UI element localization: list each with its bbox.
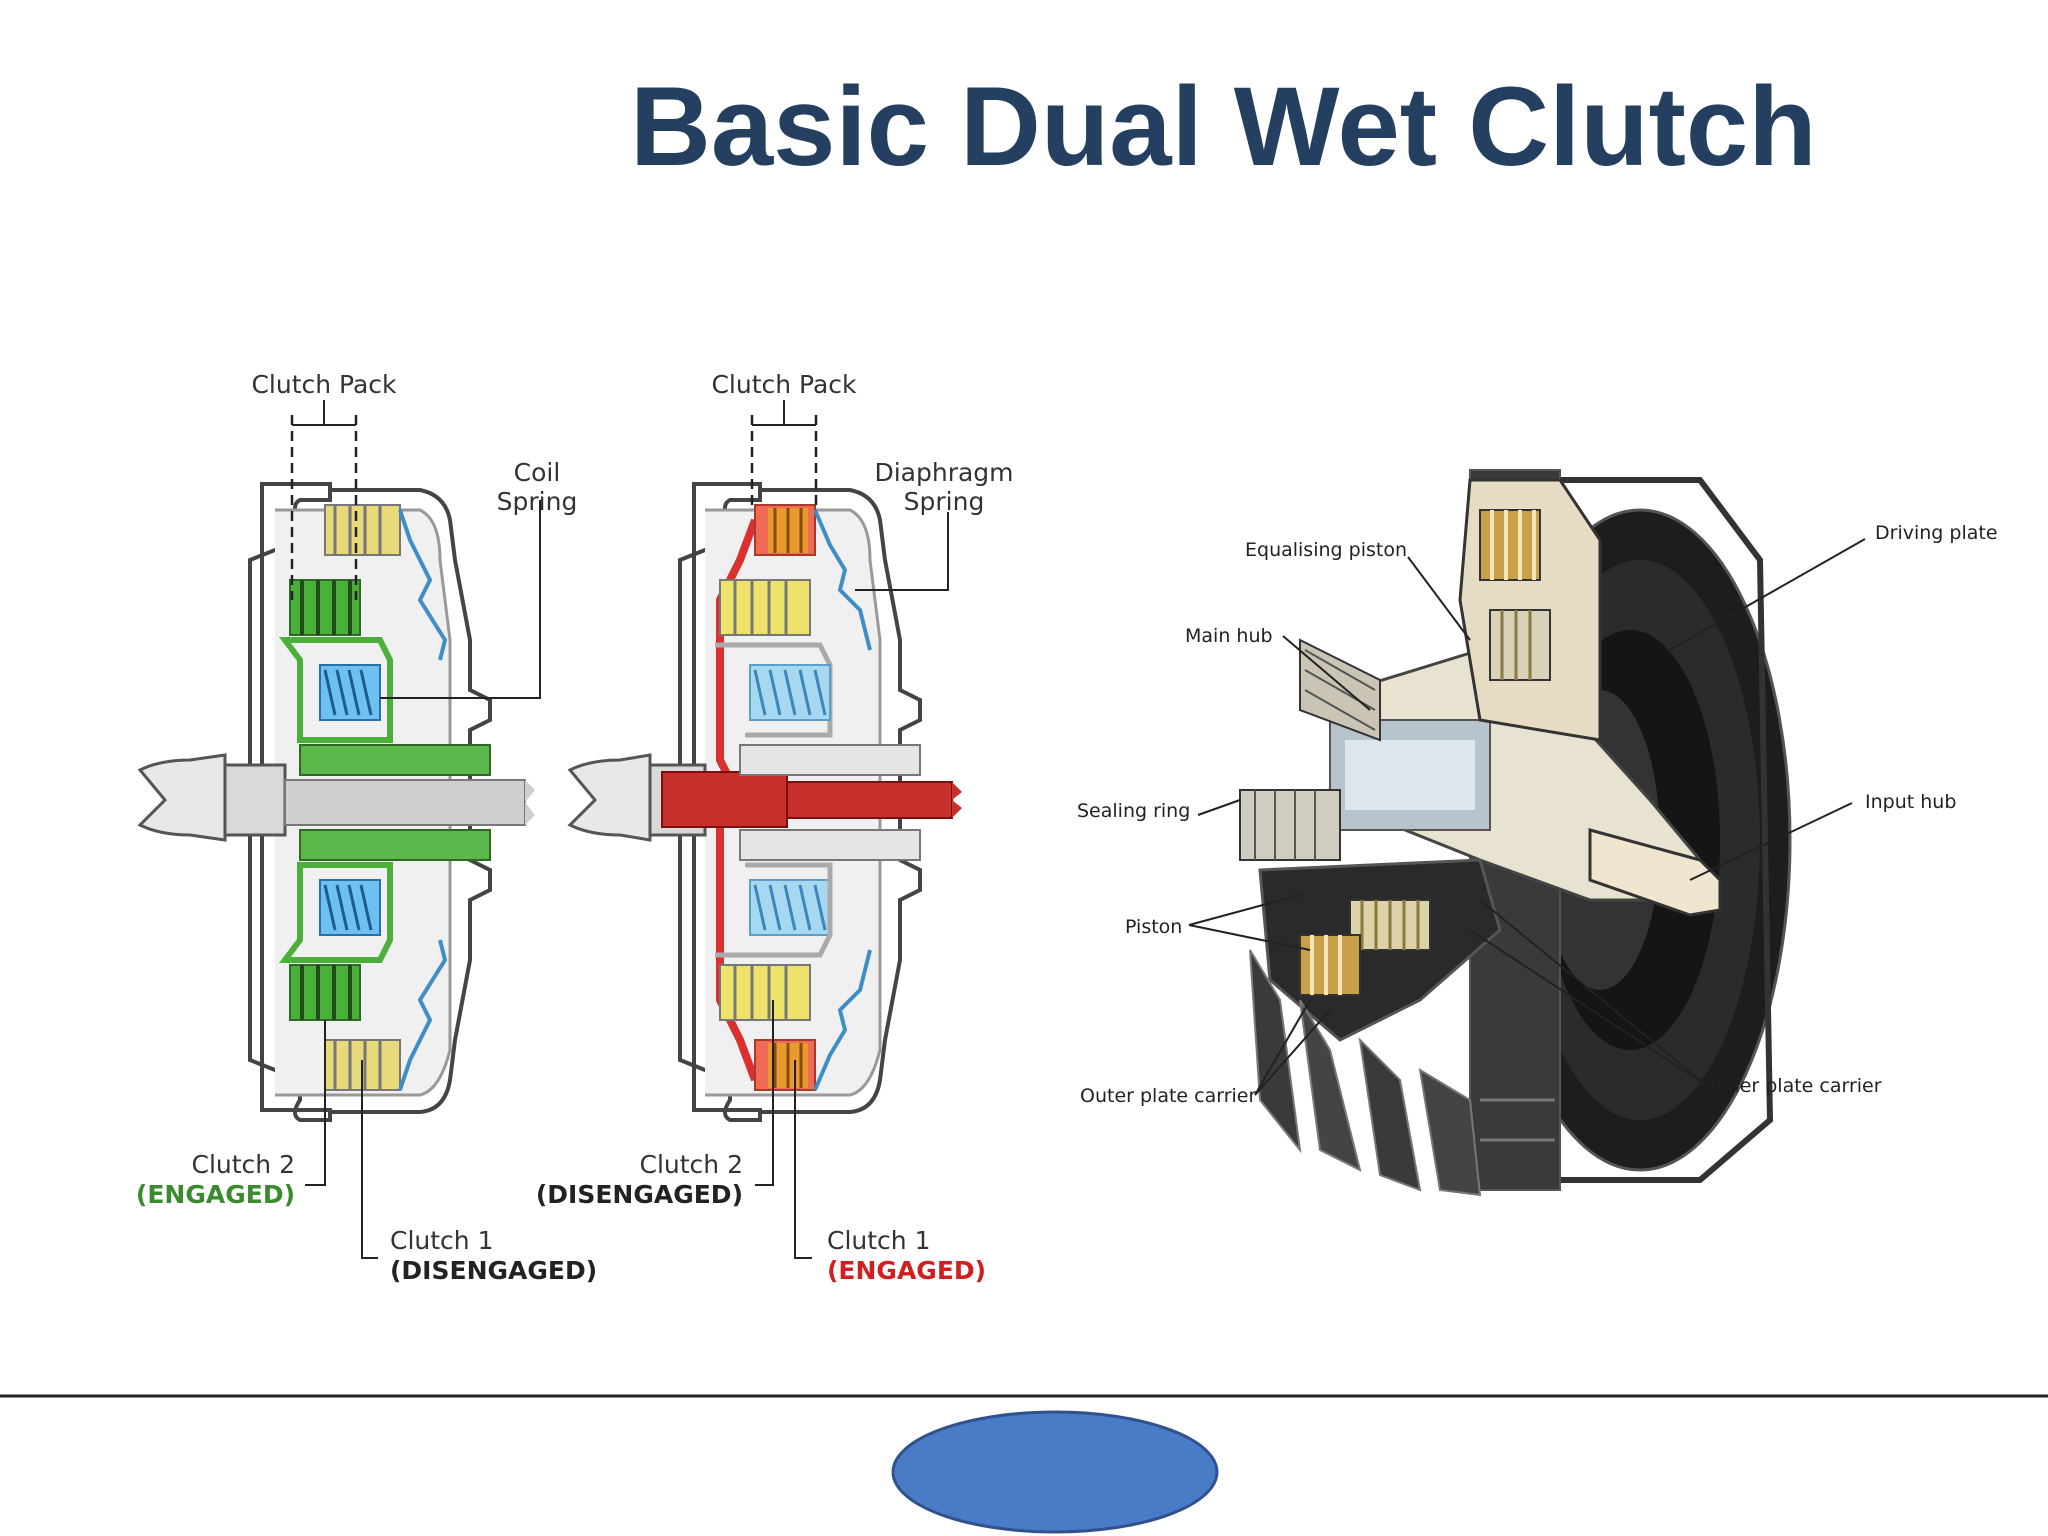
label-piston: Piston <box>1125 916 1182 938</box>
coil-spring-bottom-b <box>749 879 831 936</box>
cutaway-leader-lines <box>1188 538 1866 1096</box>
clutch-diagram-a: Clutch Pack Coil Spring Clutch 2 (ENGAGE… <box>136 370 597 1285</box>
coil-spring-bottom-a <box>319 879 381 936</box>
input-shaft-a <box>137 744 535 861</box>
cutaway-illustration: Equalising piston Main hub Driving plate… <box>1077 469 1998 1197</box>
clutch2-pack-bottom-b <box>715 862 833 1021</box>
clutch2-pack-top-a <box>279 579 393 743</box>
coil-spring-label-line1: Coil <box>514 458 561 487</box>
clutch1-pack-top-b <box>754 504 816 556</box>
clutch1-state-b: (ENGAGED) <box>827 1256 986 1285</box>
clutch1-label-b: Clutch 1 <box>827 1226 931 1255</box>
clutch-pack-bracket-b <box>750 400 818 505</box>
label-outer-plate-carrier: Outer plate carrier <box>1080 1085 1256 1107</box>
clutch2-state-a: (ENGAGED) <box>136 1180 295 1209</box>
coil-spring-label-line2: Spring <box>497 487 578 516</box>
label-inner-plate-carrier: Inner plate carrier <box>1710 1075 1882 1097</box>
footer-oval-shape <box>891 1410 1219 1534</box>
clutch-pack-label-b: Clutch Pack <box>711 370 857 399</box>
coil-spring-top-a <box>319 664 381 721</box>
diaphragm-spring-label-line1: Diaphragm <box>874 458 1013 487</box>
slide-title: Basic Dual Wet Clutch <box>630 64 1817 189</box>
clutch-pack-bracket-a <box>290 400 358 600</box>
clutch2-state-b: (DISENGAGED) <box>536 1180 743 1209</box>
clutch1-pack-top-a <box>324 504 401 556</box>
plate-pack-top <box>1479 509 1551 681</box>
clutch1-label-a: Clutch 1 <box>390 1226 494 1255</box>
clutch-diagram-b: Clutch Pack Diaphragm Spring Clutch 2 (D… <box>536 370 1014 1285</box>
label-equalising-piston: Equalising piston <box>1245 539 1407 561</box>
clutch1-pack-bottom-b <box>754 1039 816 1091</box>
input-shaft-b <box>567 744 962 861</box>
diaphragm-spring-label-line2: Spring <box>904 487 985 516</box>
clutch-pack-label-a: Clutch Pack <box>251 370 397 399</box>
coil-spring-top-b <box>749 664 831 721</box>
label-driving-plate: Driving plate <box>1875 522 1998 544</box>
clutch2-label-b: Clutch 2 <box>640 1150 744 1179</box>
label-main-hub: Main hub <box>1185 625 1273 647</box>
clutch2-label-a: Clutch 2 <box>192 1150 296 1179</box>
plate-pack-bottom <box>1299 899 1431 996</box>
label-sealing-ring: Sealing ring <box>1077 800 1190 822</box>
clutch1-state-a: (DISENGAGED) <box>390 1256 597 1285</box>
label-input-hub: Input hub <box>1865 791 1956 813</box>
